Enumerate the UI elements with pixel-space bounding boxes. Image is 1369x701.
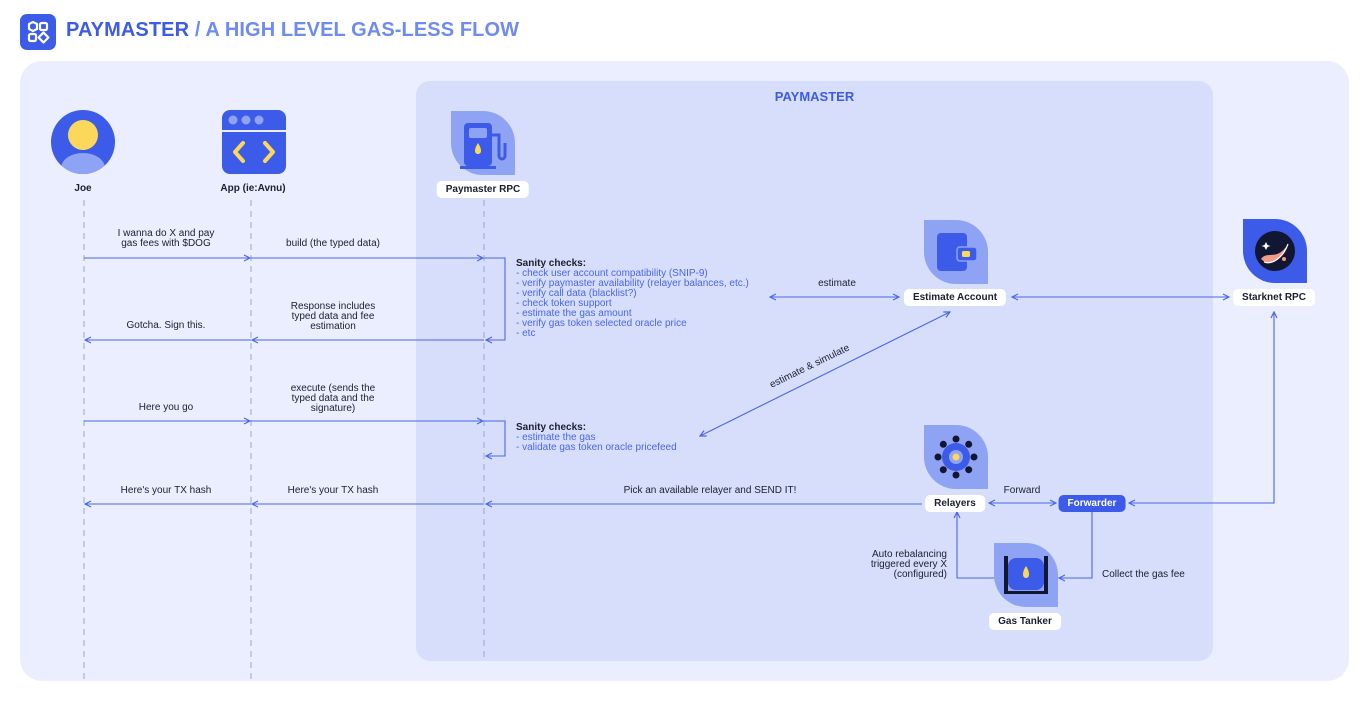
message-forward: Forward (1003, 485, 1041, 496)
sanity-checks-2: Sanity checks: - estimate the gas - vali… (516, 423, 677, 453)
gear-icon (924, 425, 988, 489)
lifelines (83, 200, 485, 681)
fuel-pump-icon (451, 111, 515, 175)
message-response: Response includes typed data and fee est… (290, 301, 376, 332)
starknet-logo-icon (1243, 219, 1307, 283)
actor-gas-tanker: Gas Tanker (989, 613, 1061, 630)
message-execute: execute (sends the typed data and the si… (290, 383, 376, 414)
message-gotcha: Gotcha. Sign this. (126, 320, 206, 331)
page-title: PAYMASTER / A HIGH LEVEL GAS-LESS FLOW (66, 19, 519, 42)
browser-code-icon (222, 110, 286, 174)
message-build: build (the typed data) (286, 238, 380, 249)
message-joe-request: I wanna do X and pay gas fees with $DOG (117, 228, 215, 249)
sanity-item: - estimate the gas amount (516, 308, 632, 319)
wallet-icon (924, 220, 988, 284)
message-here-you-go: Here you go (138, 402, 194, 413)
arrow-forwarder-starknet (1129, 312, 1274, 503)
arrow-collect-fee (1059, 512, 1093, 578)
message-collect-fee: Collect the gas fee (1102, 569, 1185, 580)
sanity-checks-1: Sanity checks: - check user account comp… (516, 259, 749, 339)
title-main: PAYMASTER (66, 19, 190, 41)
sanity-item: - check user account compatibility (SNIP… (516, 268, 708, 279)
title-rest: / A HIGH LEVEL GAS-LESS FLOW (189, 19, 520, 41)
actor-starknet-rpc: Starknet RPC (1233, 289, 1315, 306)
arrow-rebalance (957, 512, 995, 579)
user-avatar-icon (51, 110, 115, 174)
message-tx-hash-joe: Here's your TX hash (120, 485, 212, 496)
actor-paymaster-rpc: Paymaster RPC (436, 181, 530, 198)
actor-app: App (ie:Avnu) (220, 183, 286, 194)
message-rebalance: Auto rebalancing triggered every X (conf… (870, 549, 947, 580)
actor-estimate-account: Estimate Account (903, 289, 1007, 306)
actor-relayers: Relayers (925, 495, 985, 512)
sanity-item: - validate gas token oracle pricefeed (516, 442, 677, 453)
arrow-sanity-loop-1 (484, 257, 506, 340)
arrow-estimate-simulate (700, 312, 950, 436)
message-tx-hash-app: Here's your TX hash (287, 485, 379, 496)
fuel-tank-icon (994, 543, 1058, 607)
sanity-item: - etc (516, 328, 536, 339)
sanity-item: - estimate the gas (516, 432, 596, 443)
sanity-item: - verify gas token selected oracle price (516, 318, 687, 329)
arrow-sanity-loop-2 (484, 420, 506, 456)
sanity-checks-1-title: Sanity checks: (516, 258, 587, 269)
sanity-item: - check token support (516, 298, 612, 309)
actor-joe: Joe (74, 183, 92, 194)
logo-icon (20, 14, 56, 50)
sanity-item: - verify call data (blacklist?) (516, 288, 637, 299)
sanity-item: - verify paymaster availability (relayer… (516, 278, 749, 289)
message-estimate: estimate (818, 278, 856, 289)
actor-forwarder: Forwarder (1058, 495, 1126, 512)
sanity-checks-2-title: Sanity checks: (516, 422, 587, 433)
paymaster-panel-title: PAYMASTER (774, 89, 855, 104)
message-send-it: Pick an available relayer and SEND IT! (623, 485, 797, 496)
